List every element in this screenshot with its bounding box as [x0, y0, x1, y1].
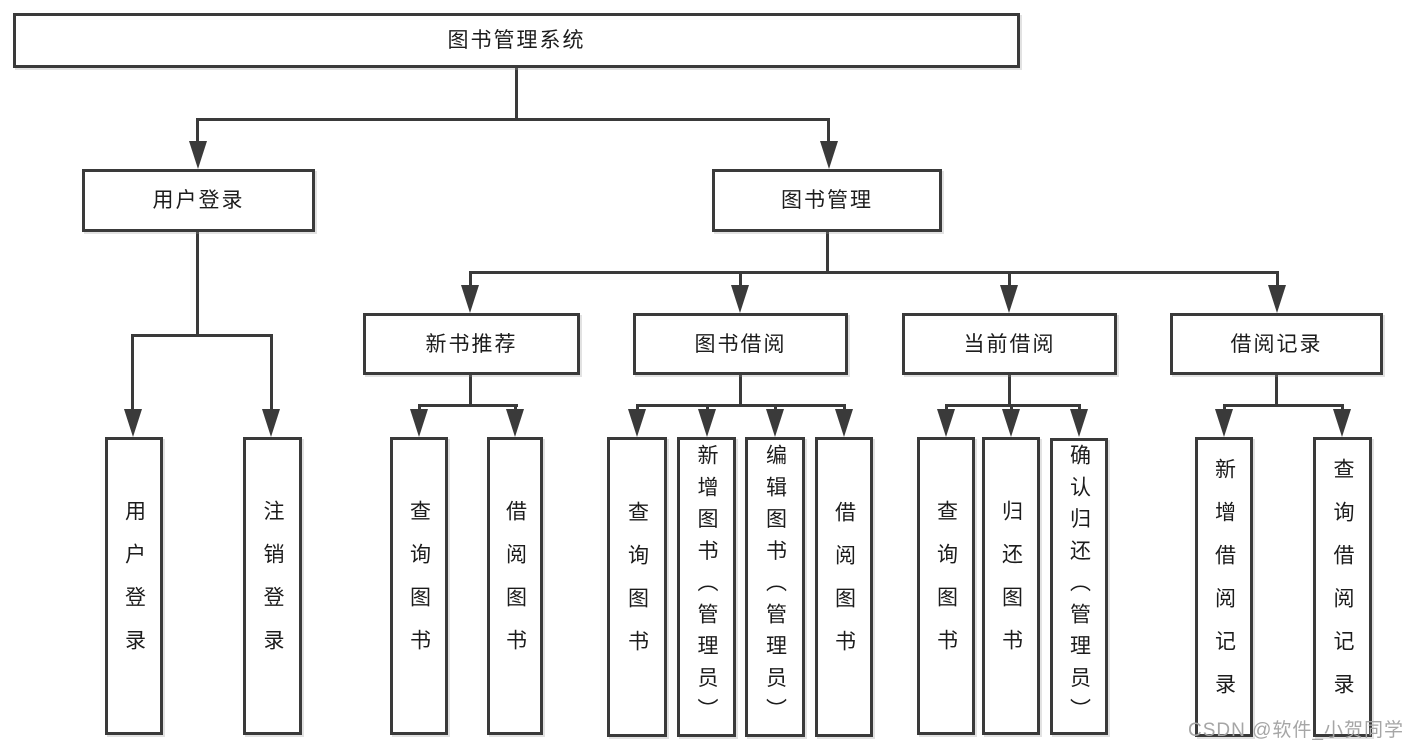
leaf-nbr-query-books: 查询图书: [390, 437, 448, 735]
node-label: 当前借阅: [963, 332, 1056, 356]
node-label: 新书推荐: [425, 332, 518, 356]
connector-line: [1008, 272, 1011, 287]
leaf-bb-query-books: 查询图书: [607, 437, 667, 737]
connector-line: [739, 272, 742, 287]
arrowhead-down-icon: [1268, 285, 1286, 313]
connector-line: [706, 405, 709, 412]
leaf-nbr-borrow-books: 借阅图书: [487, 437, 543, 735]
connector-line: [826, 232, 829, 273]
leaf-label: 用户登录: [122, 500, 146, 672]
arrowhead-down-icon: [461, 285, 479, 313]
leaf-logout: 注销登录: [243, 437, 302, 735]
node-label: 图书借阅: [694, 332, 787, 356]
arrowhead-down-icon: [937, 409, 955, 437]
leaf-label: 新增借阅记录: [1212, 458, 1236, 716]
connector-line: [1276, 272, 1279, 287]
connector-line: [1008, 375, 1011, 406]
connector-line: [1341, 405, 1344, 412]
node-label: 图书管理: [781, 189, 873, 212]
connector-line: [131, 336, 134, 412]
arrowhead-down-icon: [766, 409, 784, 437]
arrowhead-down-icon: [124, 409, 142, 437]
leaf-label: 借阅图书: [503, 500, 527, 672]
connector-line: [945, 404, 1081, 407]
connector-line: [469, 375, 472, 406]
connector-line: [469, 272, 472, 287]
leaf-label: 查询借阅记录: [1331, 458, 1354, 716]
leaf-cb-return-books: 归还图书: [982, 437, 1040, 735]
connector-line: [196, 119, 199, 143]
node-label: 图书管理系统: [447, 29, 586, 52]
connector-line: [418, 404, 518, 407]
leaf-label: 新增图书（管理员）: [695, 444, 718, 730]
leaf-label: 查询图书: [934, 500, 958, 672]
leaf-label: 查询图书: [407, 500, 431, 672]
connector-line: [945, 405, 948, 412]
connector-line: [270, 336, 273, 412]
node-new-book-recommend: 新书推荐: [363, 313, 580, 375]
connector-line: [739, 375, 742, 406]
leaf-label: 借阅图书: [832, 501, 856, 673]
node-label: 借阅记录: [1230, 332, 1323, 356]
leaf-bb-add-books-admin: 新增图书（管理员）: [677, 437, 736, 737]
arrowhead-down-icon: [835, 409, 853, 437]
leaf-bb-borrow-books: 借阅图书: [815, 437, 873, 737]
connector-line: [196, 232, 199, 336]
connector-line: [636, 405, 639, 412]
leaf-user-login: 用户登录: [105, 437, 163, 735]
leaf-bb-edit-books-admin: 编辑图书（管理员）: [745, 437, 805, 737]
arrowhead-down-icon: [1333, 409, 1351, 437]
node-label: 用户登录: [152, 189, 245, 212]
csdn-watermark: CSDN @软件_小贺同学: [1188, 720, 1404, 741]
leaf-label: 查询图书: [625, 501, 649, 673]
leaf-br-add-record: 新增借阅记录: [1195, 437, 1253, 737]
connector-line: [1010, 405, 1013, 412]
arrowhead-down-icon: [698, 409, 716, 437]
leaf-label: 注销登录: [261, 500, 284, 672]
node-book-management: 图书管理: [712, 169, 942, 232]
connector-line: [515, 67, 518, 121]
connector-line: [827, 119, 830, 143]
node-borrowing-records: 借阅记录: [1170, 313, 1383, 375]
node-user-login: 用户登录: [82, 169, 315, 232]
leaf-label: 编辑图书（管理员）: [763, 444, 787, 730]
node-current-borrowing: 当前借阅: [902, 313, 1117, 375]
connector-line: [131, 334, 273, 337]
connector-line: [514, 405, 517, 412]
connector-line: [1078, 405, 1081, 412]
connector-line: [774, 405, 777, 412]
arrowhead-down-icon: [1000, 285, 1018, 313]
arrowhead-down-icon: [820, 141, 838, 169]
leaf-br-query-record: 查询借阅记录: [1313, 437, 1372, 737]
connector-line: [469, 271, 1279, 274]
node-book-borrowing: 图书借阅: [633, 313, 848, 375]
arrowhead-down-icon: [1215, 409, 1233, 437]
arrowhead-down-icon: [731, 285, 749, 313]
leaf-cb-confirm-return-admin: 确认归还（管理员）: [1050, 438, 1108, 735]
connector-line: [843, 405, 846, 412]
arrowhead-down-icon: [410, 409, 428, 437]
leaf-label: 归还图书: [999, 500, 1023, 672]
arrowhead-down-icon: [1002, 409, 1020, 437]
arrowhead-down-icon: [506, 409, 524, 437]
leaf-label: 确认归还（管理员）: [1067, 443, 1091, 730]
leaf-cb-query-books: 查询图书: [917, 437, 975, 735]
connector-line: [1223, 404, 1344, 407]
connector-line: [418, 405, 421, 412]
connector-line: [636, 404, 846, 407]
node-root: 图书管理系统: [13, 13, 1020, 68]
arrowhead-down-icon: [189, 141, 207, 169]
connector-line: [196, 118, 830, 121]
connector-line: [1275, 375, 1278, 406]
connector-line: [1223, 405, 1226, 412]
arrowhead-down-icon: [628, 409, 646, 437]
arrowhead-down-icon: [262, 409, 280, 437]
arrowhead-down-icon: [1070, 409, 1088, 437]
